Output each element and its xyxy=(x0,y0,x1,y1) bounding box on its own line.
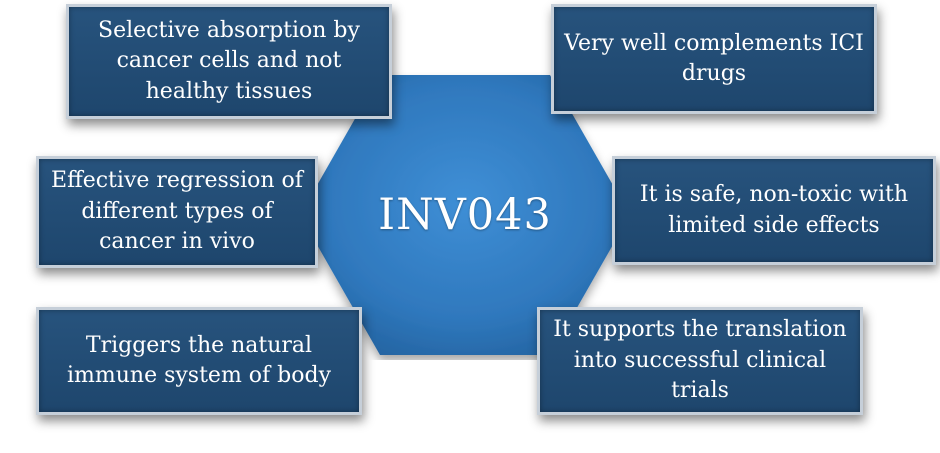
benefit-box-selective-absorption: Selective absorption by cancer cells and… xyxy=(66,4,392,119)
benefit-box-safety: It is safe, non-toxic with limited side … xyxy=(612,156,936,265)
center-title: INV043 xyxy=(378,190,552,240)
benefit-box-clinical-trials: It supports the translation into success… xyxy=(537,307,863,415)
benefit-box-complements-ici: Very well complements ICI drugs xyxy=(551,4,877,114)
center-hexagon xyxy=(295,70,635,360)
benefit-box-immune-system: Triggers the natural immune system of bo… xyxy=(36,307,362,415)
benefit-box-regression: Effective regression of different types … xyxy=(36,156,318,268)
